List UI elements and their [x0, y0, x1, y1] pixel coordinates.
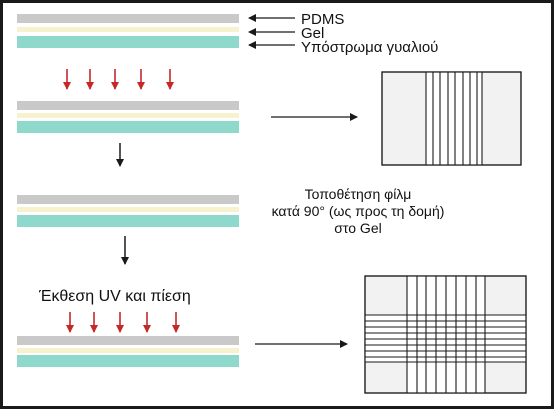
top-view-line-pattern	[381, 71, 522, 166]
pdms-layer	[17, 336, 239, 345]
caption-line: κατά 90° (ως προς τη δομή)	[271, 203, 445, 219]
film-placement-caption: Τοποθέτηση φίλμ κατά 90° (ως προς τη δομ…	[243, 186, 473, 237]
uv-arrows-bottom	[66, 312, 180, 333]
glass-substrate-layer	[17, 355, 239, 367]
gel-layer	[17, 207, 239, 212]
caption-line: στο Gel	[334, 220, 382, 236]
glass-substrate-label: Υπόστρωμα γυαλιού	[301, 39, 439, 56]
gel-label: Gel	[301, 25, 325, 42]
gel-layer	[17, 113, 239, 118]
pdms-layer	[17, 101, 239, 110]
pdms-label: PDMS	[301, 11, 345, 28]
uv-arrows-top	[63, 69, 174, 90]
pdms-layer	[17, 14, 239, 23]
gel-layer	[17, 348, 239, 353]
gel-layer	[17, 27, 239, 32]
glass-substrate-layer	[17, 215, 239, 227]
glass-substrate-layer	[17, 36, 239, 48]
uv-exposure-caption: Έκθεση UV και πίεση	[39, 288, 191, 305]
caption-line: Τοποθέτηση φίλμ	[304, 186, 412, 202]
glass-substrate-layer	[17, 121, 239, 133]
pdms-layer	[17, 195, 239, 204]
top-view-grid-pattern	[364, 275, 527, 394]
diagram-overlay	[63, 14, 527, 394]
